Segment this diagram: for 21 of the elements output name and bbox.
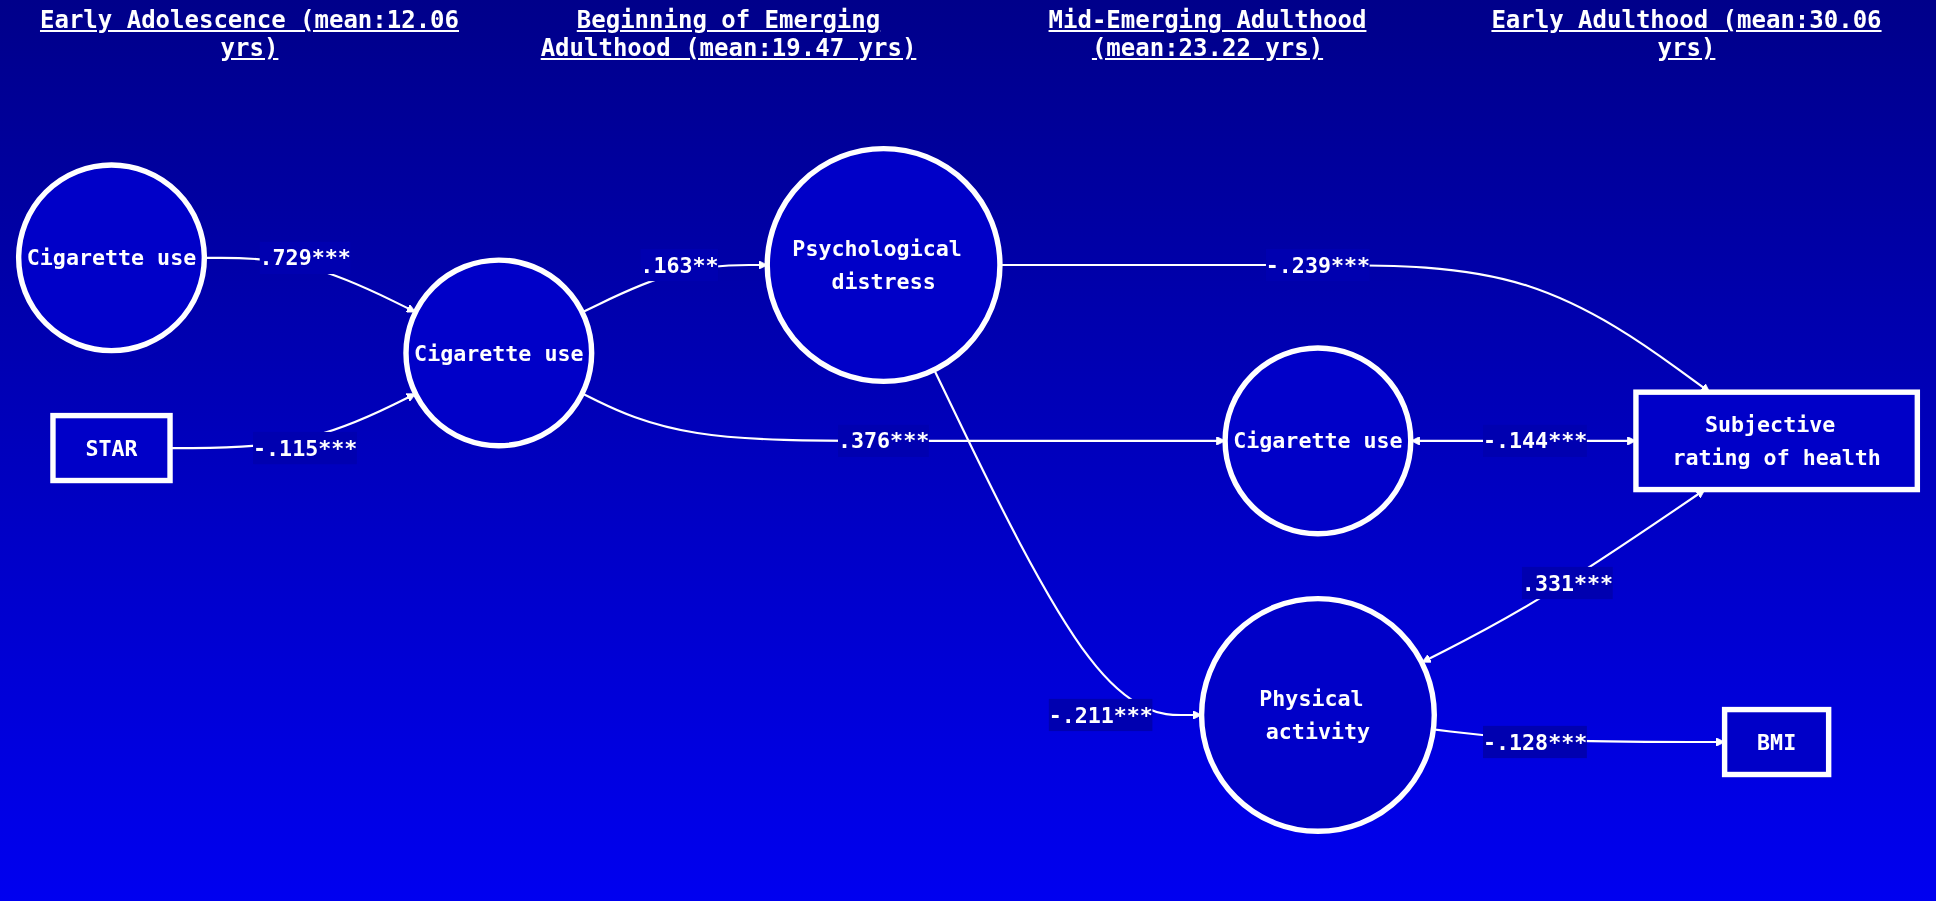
edge-label: -.144*** — [1482, 427, 1588, 454]
node-circle: Cigarette use — [403, 257, 595, 449]
node-box: Subjective rating of health — [1633, 389, 1921, 493]
edge-label: -.128*** — [1482, 729, 1588, 756]
node-circle: Cigarette use — [15, 162, 208, 354]
edge-label: .331*** — [1521, 570, 1614, 596]
node-box: STAR — [50, 412, 173, 484]
node-circle: Physical activity — [1198, 595, 1437, 835]
period-heading: Early Adulthood (mean:30.06 yrs) — [1490, 6, 1883, 62]
period-heading: Beginning of Emerging Adulthood (mean:19.47 yrs) — [539, 6, 918, 62]
edge-label: -.239*** — [1265, 252, 1371, 278]
edge-label: .376*** — [837, 427, 930, 454]
node-box: BMI — [1721, 706, 1832, 778]
node-circle: Psychological distress — [764, 145, 1003, 385]
edge-label: .729*** — [259, 244, 351, 271]
edge-label: -.115*** — [253, 435, 358, 462]
period-heading: Early Adolescence (mean:12.06 yrs) — [39, 6, 460, 62]
edge-label: .163** — [640, 252, 719, 278]
period-heading: Mid-Emerging Adulthood (mean:23.22 yrs) — [1047, 6, 1368, 62]
node-circle: Cigarette use — [1222, 345, 1414, 537]
edge-label: -.211*** — [1048, 701, 1153, 728]
